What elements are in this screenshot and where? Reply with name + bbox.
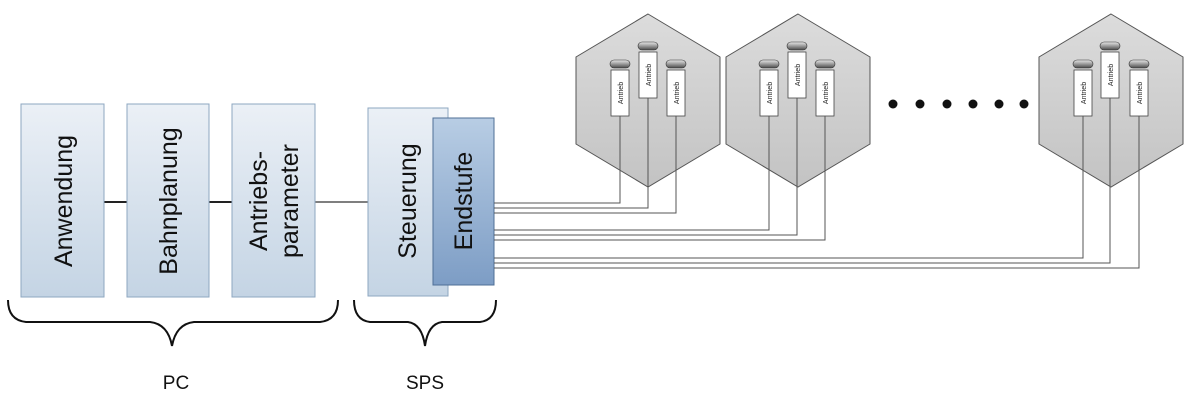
drive-2-1: Antrieb [758,59,780,117]
drive-2-3: Antrieb [814,59,836,117]
drive-3-1-label: Antrieb [1081,82,1088,104]
drive-wiring [494,98,1140,269]
wire-1-1 [494,116,621,204]
drive-1-3: Antrieb [665,59,687,117]
drive-1-3-label: Antrieb [674,82,681,104]
drive-2-2: Antrieb [786,41,808,99]
block-steuerung-label: Steuerung [394,143,422,258]
block-endstufe: Endstufe [432,117,495,286]
wire-3-3 [494,116,1140,269]
drive-3-1: Antrieb [1072,59,1094,117]
drive-1-2-label: Antrieb [646,64,653,86]
wire-3-2 [494,98,1111,264]
drive-1-1-label: Antrieb [618,82,625,104]
drive-group-2: Antrieb Antrieb Antrieb [725,13,871,188]
block-antriebsparameter-label-line2: parameter [276,144,304,258]
wire-3-1 [494,116,1084,259]
brace-pc-label: PC [163,373,189,394]
drive-3-2-label: Antrieb [1108,64,1115,86]
drive-group-3: Antrieb Antrieb Antrieb [1038,13,1184,188]
wire-2-1 [494,116,770,231]
block-antriebsparameter-label-line1: Antriebs- [245,151,273,251]
drive-2-3-label: Antrieb [823,82,830,104]
block-anwendung: Anwendung [20,103,105,298]
drive-3-2: Antrieb [1099,41,1121,99]
block-bahnplanung: Bahnplanung [126,103,210,298]
drive-1-2: Antrieb [637,41,659,99]
block-antriebsparameter: Antriebs- parameter [231,103,316,298]
wire-1-3 [494,116,677,214]
brace-sps [353,299,497,347]
block-bahnplanung-label: Bahnplanung [155,127,183,274]
drive-1-1: Antrieb [609,59,631,117]
drive-3-3: Antrieb [1128,59,1150,117]
brace-sps-label: SPS [406,373,444,394]
brace-pc [7,299,339,347]
ellipsis-dots [888,99,1029,109]
wire-2-2 [494,98,798,236]
wire-2-3 [494,116,826,241]
block-endstufe-label: Endstufe [450,152,478,251]
drive-3-3-label: Antrieb [1137,82,1144,104]
drive-2-1-label: Antrieb [767,82,774,104]
wire-1-2 [494,98,649,209]
drive-2-2-label: Antrieb [795,64,802,86]
block-anwendung-label: Anwendung [50,135,78,267]
